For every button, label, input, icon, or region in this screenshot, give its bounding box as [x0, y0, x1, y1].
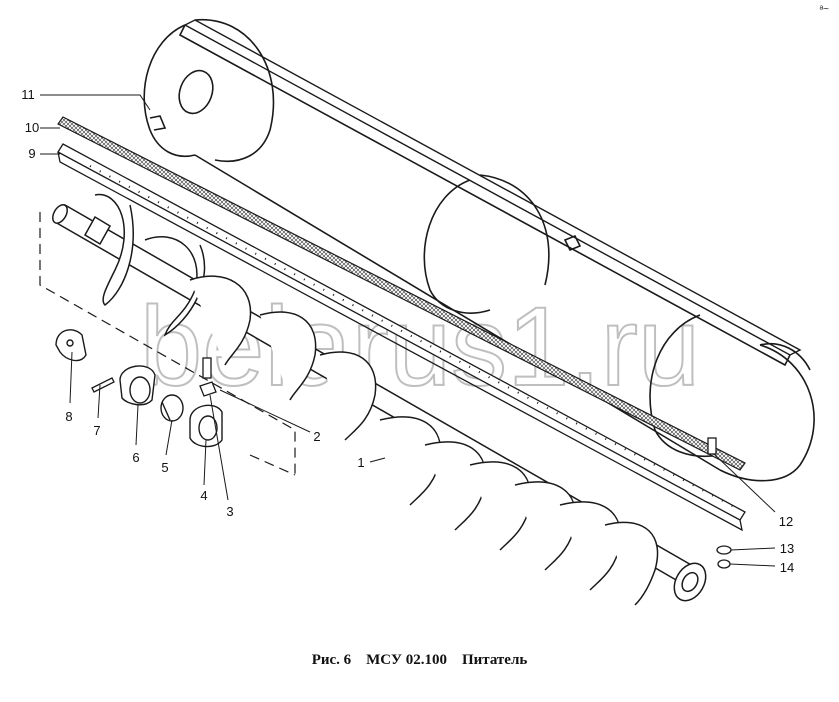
part-14-nut: [717, 559, 731, 569]
callout-12: 12: [779, 514, 793, 529]
callout-11: 11: [21, 87, 35, 102]
callout-3: 3: [226, 504, 233, 519]
part-8-clip: [55, 329, 87, 362]
callout-6: 6: [132, 450, 139, 465]
corner-mark: ᵃ~: [819, 4, 829, 15]
part-3-nut: [199, 381, 217, 397]
part-7-pin: [91, 377, 115, 393]
part-6-flange: [119, 365, 156, 406]
callout-2: 2: [313, 429, 320, 444]
part-2-bolt: [202, 357, 212, 379]
strip-9: [57, 143, 746, 532]
callout-4: 4: [200, 488, 207, 503]
housing-cover: [143, 19, 815, 482]
figure-caption: Рис. 6 МСУ 02.100 Питатель: [311, 652, 528, 668]
strip-10: [57, 116, 746, 471]
part-5-bushing: [160, 394, 184, 422]
part-13-washer: [716, 545, 732, 555]
part-12-bolt: [707, 437, 717, 455]
cover-window: [178, 69, 214, 115]
callout-1: 1: [357, 455, 364, 470]
callout-5: 5: [161, 460, 168, 475]
auger-flights: [94, 193, 659, 606]
assembly-guides: [39, 212, 296, 476]
callout-13: 13: [780, 541, 794, 556]
callout-14: 14: [780, 560, 794, 575]
callout-8: 8: [65, 409, 72, 424]
callout-10: 10: [25, 120, 39, 135]
callout-9: 9: [28, 146, 35, 161]
leader-lines: [40, 94, 776, 567]
callout-7: 7: [93, 423, 100, 438]
callout-labels: 11 10 9 1 2 3 4 5 6 7 8 12 13 14: [21, 87, 794, 575]
